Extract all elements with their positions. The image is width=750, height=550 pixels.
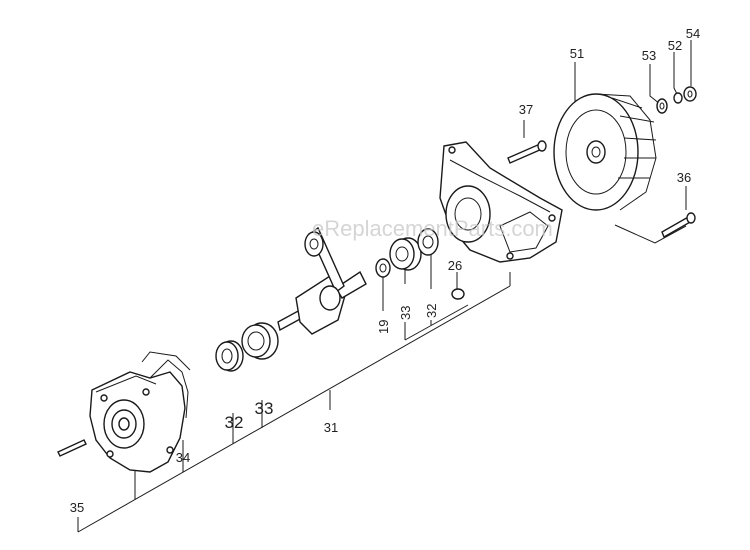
callout-32-lower: 32 bbox=[225, 413, 244, 432]
crankshaft bbox=[277, 226, 367, 335]
callout-36: 36 bbox=[677, 170, 691, 185]
callout-51: 51 bbox=[570, 46, 584, 61]
flywheel-nut bbox=[683, 86, 697, 102]
callout-19: 19 bbox=[376, 320, 391, 334]
plug bbox=[451, 288, 465, 300]
bearing-right bbox=[389, 237, 422, 271]
watermark: eReplacementParts.com bbox=[312, 216, 553, 241]
oil-seal-right bbox=[417, 228, 439, 256]
oil-seal-left bbox=[241, 322, 279, 360]
callout-35: 35 bbox=[70, 500, 84, 515]
callout-34: 34 bbox=[176, 450, 190, 465]
callout-53: 53 bbox=[642, 48, 656, 63]
callout-33-lower: 33 bbox=[255, 399, 274, 418]
callout-52: 52 bbox=[668, 38, 682, 53]
flywheel bbox=[553, 93, 657, 211]
flywheel-washer bbox=[656, 98, 668, 114]
lock-washer bbox=[673, 92, 683, 104]
callout-32-upper: 32 bbox=[424, 304, 439, 318]
callout-31: 31 bbox=[324, 420, 338, 435]
crankcase-left bbox=[89, 351, 191, 473]
bolt-36 bbox=[661, 212, 696, 239]
callout-26: 26 bbox=[448, 258, 462, 273]
bolt-37 bbox=[507, 140, 547, 164]
callout-37: 37 bbox=[519, 102, 533, 117]
washer bbox=[375, 258, 391, 278]
bearing-left bbox=[215, 340, 244, 372]
dowel-pin bbox=[57, 439, 87, 457]
callout-33-upper: 33 bbox=[398, 306, 413, 320]
callout-54: 54 bbox=[686, 26, 700, 41]
crankcase-right bbox=[439, 141, 563, 263]
